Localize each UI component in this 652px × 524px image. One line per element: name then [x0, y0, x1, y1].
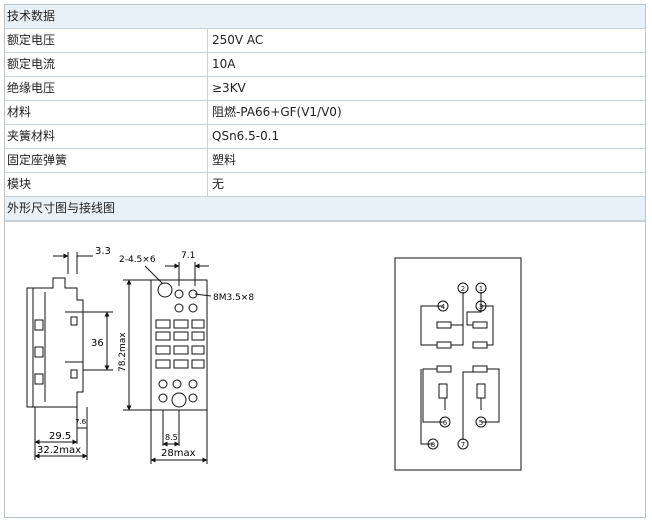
drawing-header-row: 外形尺寸图与接线图 — [5, 197, 645, 221]
spec-label: 绝缘电压 — [5, 77, 208, 100]
spec-value: 10A — [212, 57, 236, 71]
dim-label: 28max — [161, 448, 196, 459]
drawing-area: 3.3 36 29.5 32.2max 7.6 — [5, 221, 645, 517]
spec-label: 额定电压 — [5, 29, 208, 52]
spec-label: 模块 — [5, 173, 208, 196]
dim-label: 78.2max — [118, 332, 128, 372]
spec-row: 夹簧材料 QSn6.5-0.1 — [5, 125, 645, 149]
section-title: 技术数据 — [7, 9, 56, 23]
spec-value: 塑料 — [212, 153, 237, 167]
dim-label: 32.2max — [37, 445, 81, 456]
dim-label: 3.3 — [95, 246, 111, 257]
spec-label: 材料 — [5, 101, 208, 124]
spec-row: 绝缘电压 ≥3KV — [5, 77, 645, 101]
spec-value: QSn6.5-0.1 — [212, 129, 280, 143]
spec-value: 无 — [212, 177, 225, 191]
front-view — [123, 262, 212, 464]
spec-row: 材料 阻燃-PA66+GF(V1/V0) — [5, 101, 645, 125]
side-view — [26, 252, 113, 460]
dim-label: 7.6 — [75, 418, 87, 426]
dim-label: 8M3.5×8 — [213, 293, 254, 303]
dim-label: 29.5 — [49, 431, 71, 442]
dim-label: 7.1 — [181, 251, 195, 261]
dim-label: 36 — [91, 338, 104, 349]
spec-label: 夹簧材料 — [5, 125, 208, 148]
dimension-drawing: 3.3 36 29.5 32.2max 7.6 — [26, 246, 522, 471]
spec-label: 额定电流 — [5, 53, 208, 76]
dim-label: 8.5 — [165, 433, 178, 442]
spec-row: 额定电压 250V AC — [5, 29, 645, 53]
terminal-label: 2 — [461, 285, 465, 293]
spec-row: 模块 无 — [5, 173, 645, 197]
wiring-diagram — [394, 257, 522, 471]
spec-row: 固定座弹簧 塑料 — [5, 149, 645, 173]
spec-value: 阻燃-PA66+GF(V1/V0) — [212, 105, 342, 119]
spec-header-row: 技术数据 — [5, 5, 645, 29]
spec-table: 技术数据 额定电压 250V AC 额定电流 10A 绝缘电压 ≥3KV 材料 … — [4, 4, 646, 518]
terminal-label: 7 — [461, 441, 465, 449]
terminal-label: 6 — [443, 419, 448, 427]
terminal-label: 1 — [479, 285, 483, 293]
terminal-label: 4 — [441, 303, 446, 311]
terminal-label: 8 — [431, 441, 435, 449]
spec-value: 250V AC — [212, 33, 264, 47]
spec-label: 固定座弹簧 — [5, 149, 208, 172]
terminal-label: 3 — [479, 303, 483, 311]
spec-row: 额定电流 10A — [5, 53, 645, 77]
spec-value: ≥3KV — [212, 81, 246, 95]
terminal-label: 5 — [479, 419, 483, 427]
drawing-title: 外形尺寸图与接线图 — [7, 201, 116, 215]
dim-label: 2-4.5×6 — [119, 255, 156, 265]
